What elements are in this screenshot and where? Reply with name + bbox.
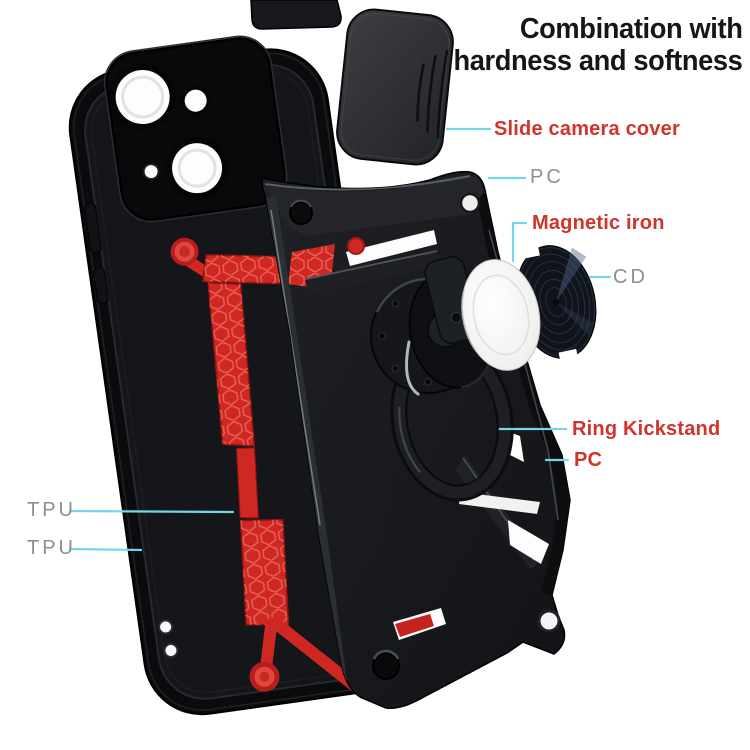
port-hole: [158, 619, 174, 635]
leader-magnetic-iron: [511, 221, 528, 263]
side-button: [93, 267, 109, 305]
corner-hole: [372, 652, 400, 680]
side-button: [84, 202, 102, 254]
label-pc-bottom: PC: [574, 449, 603, 471]
leader-tpu-top: [68, 509, 235, 514]
title-line-1: Combination with: [519, 13, 742, 45]
corner-hole: [289, 201, 313, 225]
screw-accent: [249, 661, 280, 692]
corner-hole: [459, 192, 481, 214]
label-tpu-top: TPU: [27, 499, 76, 521]
kickstand-metal-edge: [404, 340, 420, 396]
camera-lens-cutout: [109, 64, 176, 131]
screw-accent: [170, 237, 199, 266]
label-magnetic-iron: Magnetic iron: [532, 212, 665, 234]
label-slide-camera-cover: Slide camera cover: [494, 118, 680, 140]
slide-track-part: [250, 0, 342, 30]
leader-tpu-bottom: [68, 547, 143, 552]
title-line-2: hardness and softness: [452, 44, 742, 77]
leader-lines: [68, 127, 612, 552]
camera-module: [103, 35, 288, 223]
label-ring-kickstand: Ring Kickstand: [572, 418, 721, 440]
label-tpu-bottom: TPU: [27, 537, 76, 559]
magnetic-iron-plate: [461, 258, 541, 372]
red-tpu-skeleton: [170, 237, 370, 700]
corner-hole: [537, 609, 561, 633]
page-title: Combination with hardness and softness: [452, 13, 742, 78]
port-hole: [163, 642, 179, 658]
screw-accent: [347, 237, 365, 255]
mic-cutout: [142, 163, 160, 181]
slide-camera-cover-part: [336, 8, 454, 166]
label-pc-top: PC: [530, 166, 564, 188]
label-cd: CD: [613, 266, 648, 288]
flash-cutout: [180, 85, 211, 116]
camera-lens-cutout: [166, 137, 229, 200]
